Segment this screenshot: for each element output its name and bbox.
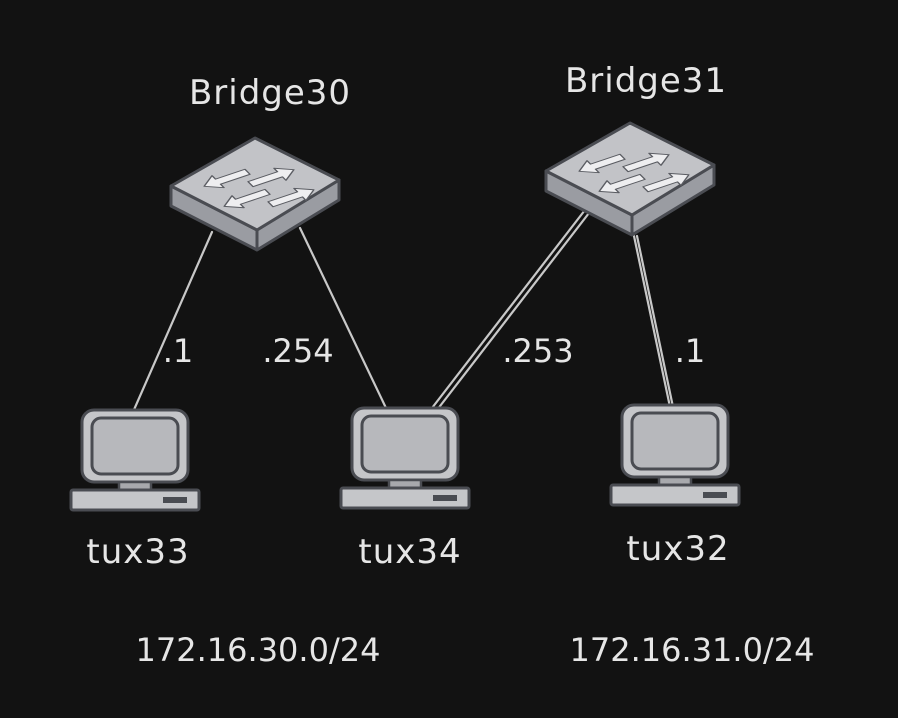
host-tux34-label: tux34 [358,532,461,572]
host-tux32-label: tux32 [626,529,729,569]
link-label-tux34-bridge31: .253 [502,332,573,370]
link-bridge31-tux34-b [435,211,591,412]
bridge-30[interactable]: Bridge30 [169,73,351,252]
bridge-30-label: Bridge30 [189,73,351,113]
bridge-31-label: Bridge31 [565,61,727,101]
host-tux33-label: tux33 [86,532,189,572]
network-links [131,208,675,414]
workstation-icon [69,408,201,512]
link-bridge30-tux33 [131,230,214,414]
link-bridge31-tux34-a [430,208,587,410]
switch-icon [544,121,716,237]
link-bridge30-tux34 [298,226,388,410]
bridge-31[interactable]: Bridge31 [544,61,727,237]
link-bridge31-tux32-b [635,234,675,409]
subnet-31-label: 172.16.31.0/24 [570,631,815,669]
subnet-30-label: 172.16.30.0/24 [136,631,381,669]
switch-icon [169,136,341,252]
link-label-tux32: .1 [675,332,706,370]
host-tux33[interactable]: tux33 [69,408,201,572]
link-label-tux33: .1 [163,332,194,370]
host-tux32[interactable]: tux32 [609,403,741,569]
link-label-tux34-bridge30: .254 [262,332,333,370]
link-bridge31-tux32-a [632,234,672,409]
workstation-icon [609,403,741,507]
workstation-icon [339,406,471,510]
host-tux34[interactable]: tux34 [339,406,471,572]
